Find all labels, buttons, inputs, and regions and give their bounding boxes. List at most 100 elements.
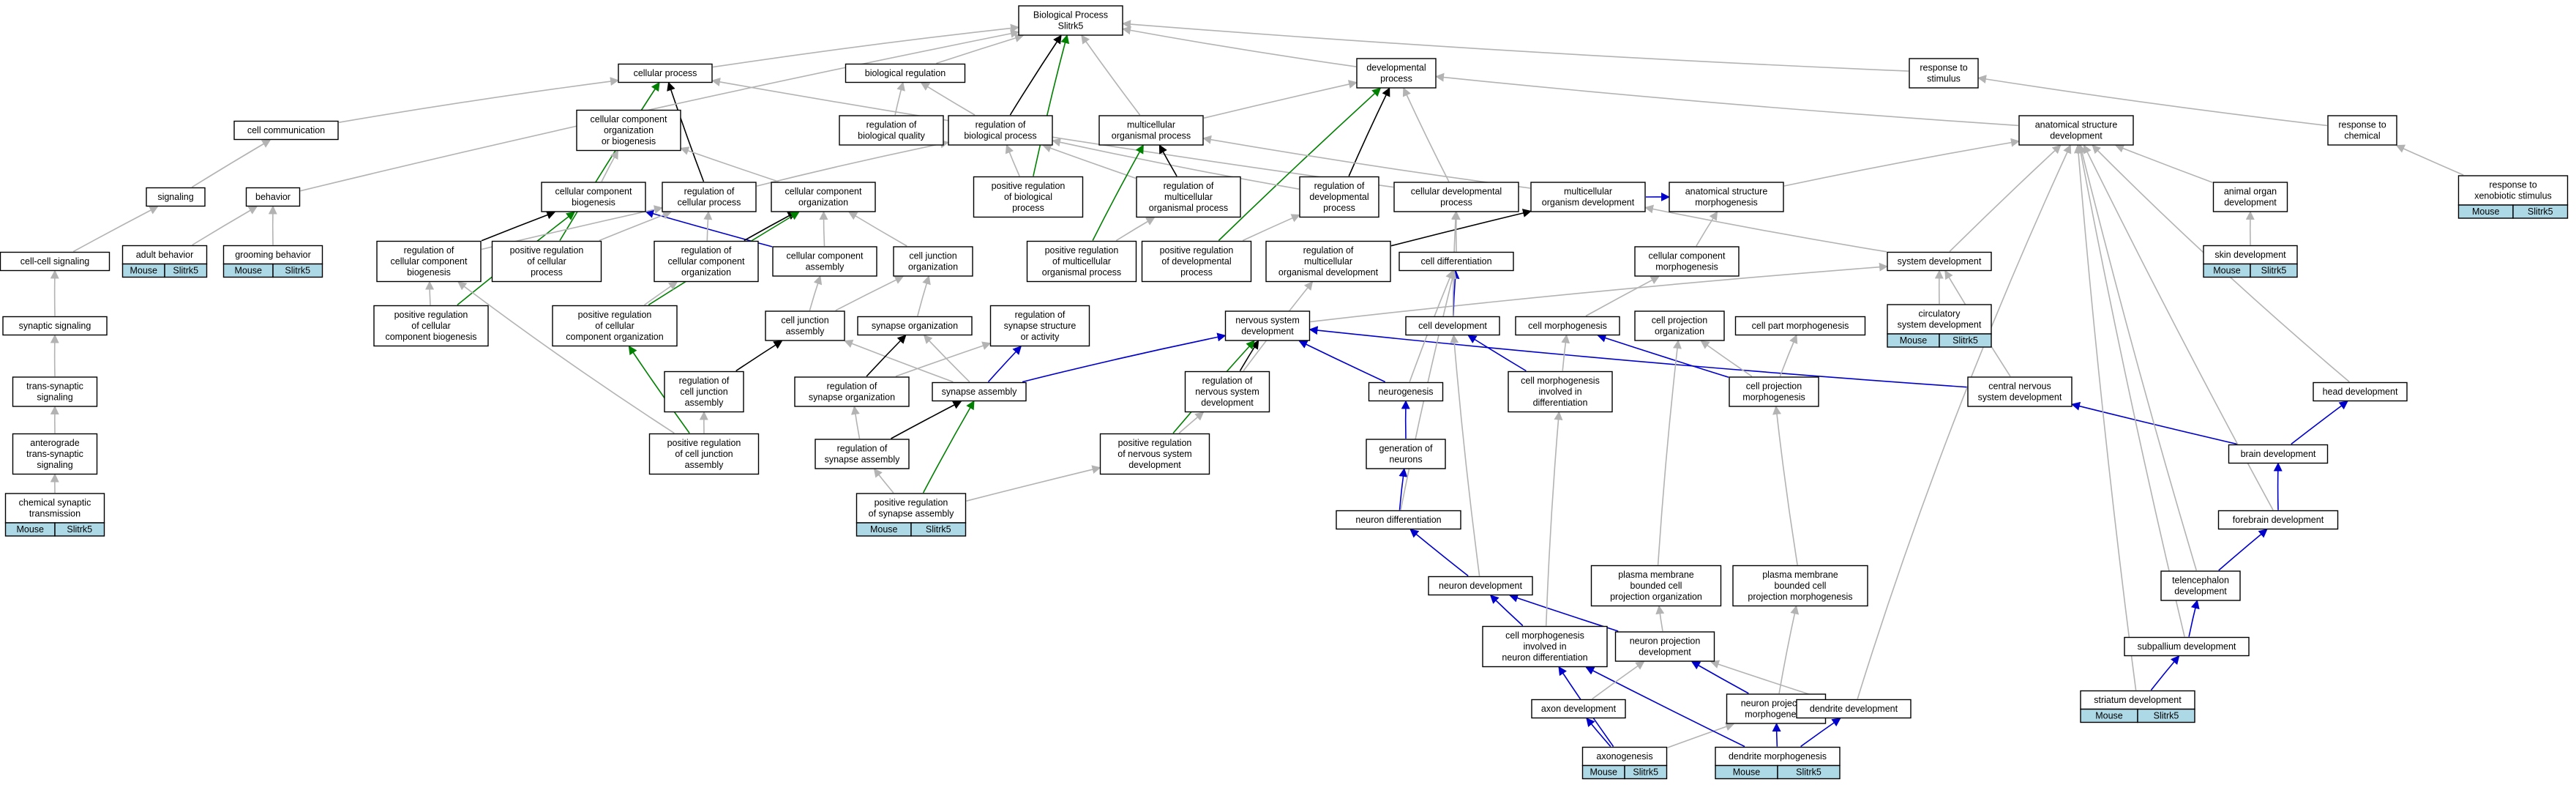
go-term-node-cell-differentiation[interactable]: cell differentiation [1399,251,1514,272]
node-label-line: bounded cell [1630,581,1682,591]
go-term-node-dendrite-development[interactable]: dendrite development [1796,699,1912,719]
go-term-node-forebrain-development[interactable]: forebrain development [2217,510,2339,530]
node-label-line: multicellular [1564,187,1612,197]
go-term-node-synaptic-signaling[interactable]: synaptic signaling [2,316,108,336]
go-term-node-cell-communication[interactable]: cell communication [233,120,339,141]
edge-is-a [1655,605,1665,632]
go-term-node-system-development[interactable]: system development [1887,251,1992,272]
node-label-line: cell morphogenesis [1505,630,1584,641]
go-term-node-neurogenesis[interactable]: neurogenesis [1368,381,1444,402]
node-label-line: morphogenesis [1742,392,1805,403]
go-term-node-axon-development[interactable]: axon development [1531,699,1626,719]
go-term-node-behavior[interactable]: behavior [245,187,301,207]
node-box [1732,565,1868,607]
go-term-node-neuron-differentiation[interactable]: neuron differentiation [1336,510,1461,530]
node-label-line: regulation of [1314,181,1365,191]
go-term-node-biological-regulation[interactable]: biological regulation [845,63,966,83]
go-term-node-synapse-organization[interactable]: synapse organization [857,316,973,336]
go-term-node-cell-development[interactable]: cell development [1405,316,1500,336]
edge-positively-regulates [1218,87,1382,242]
node-label-line: positive regulation [394,310,468,320]
go-term-node-cell-morphogenesis[interactable]: cell morphogenesis [1515,316,1620,336]
go-term-node-cell-part-morphogenesis[interactable]: cell part morphogenesis [1734,316,1866,336]
go-term-node-neuron-development[interactable]: neuron development [1428,576,1533,596]
node-box [1887,251,1992,272]
node-label-line: neuron projection [1630,636,1701,647]
go-term-node-cellular-process[interactable]: cellular process [618,63,713,83]
node-label-line: dendrite development [1810,704,1898,714]
node-box [932,381,1027,402]
node-label-line: biological regulation [865,68,946,78]
go-term-node-brain-development[interactable]: brain development [2228,444,2329,464]
go-term-node-cell-cell-signaling[interactable]: cell-cell signaling [0,251,111,272]
go-term-node-subpallium-development[interactable]: subpallium development [2124,636,2250,657]
node-label-line: striatum development [2094,695,2182,705]
go-term-node-signaling[interactable]: signaling [146,187,206,207]
go-term-node-synapse-assembly[interactable]: synapse assembly [932,381,1027,402]
go-term-node-head-development[interactable]: head development [2313,381,2408,402]
edge-part-of [891,401,962,439]
